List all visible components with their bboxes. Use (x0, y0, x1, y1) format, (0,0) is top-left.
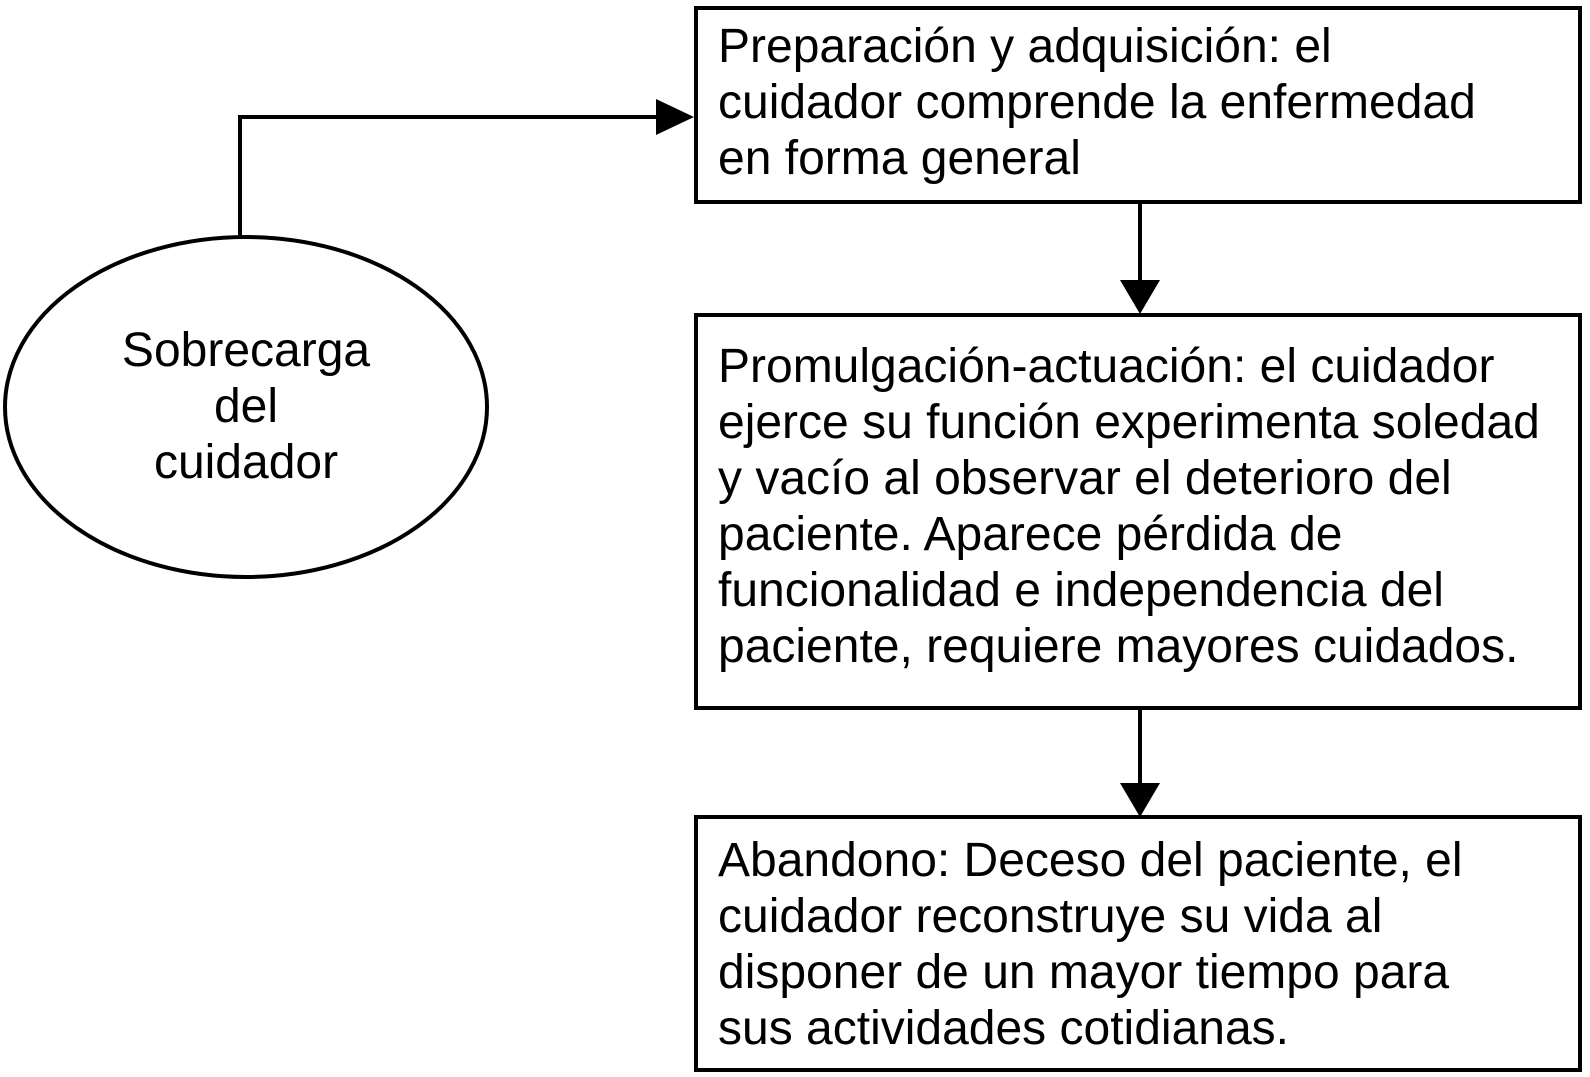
arrowhead-down-icon (1120, 783, 1160, 817)
arrowhead-down-icon (1120, 280, 1160, 314)
arrowhead-right-icon (656, 99, 694, 135)
stage-box-promulgacion: Promulgación-actuación: el cuidador ejer… (694, 313, 1582, 710)
sobrecarga-ellipse-label: Sobrecarga del cuidador (121, 324, 371, 489)
stage-box-abandono: Abandono: Deceso del paciente, el cuidad… (694, 815, 1582, 1072)
connector-ellipse-to-preparacion (238, 115, 658, 239)
sobrecarga-ellipse-shape (3, 235, 489, 579)
stage-box-preparacion: Preparación y adquisición: el cuidador c… (694, 6, 1582, 204)
